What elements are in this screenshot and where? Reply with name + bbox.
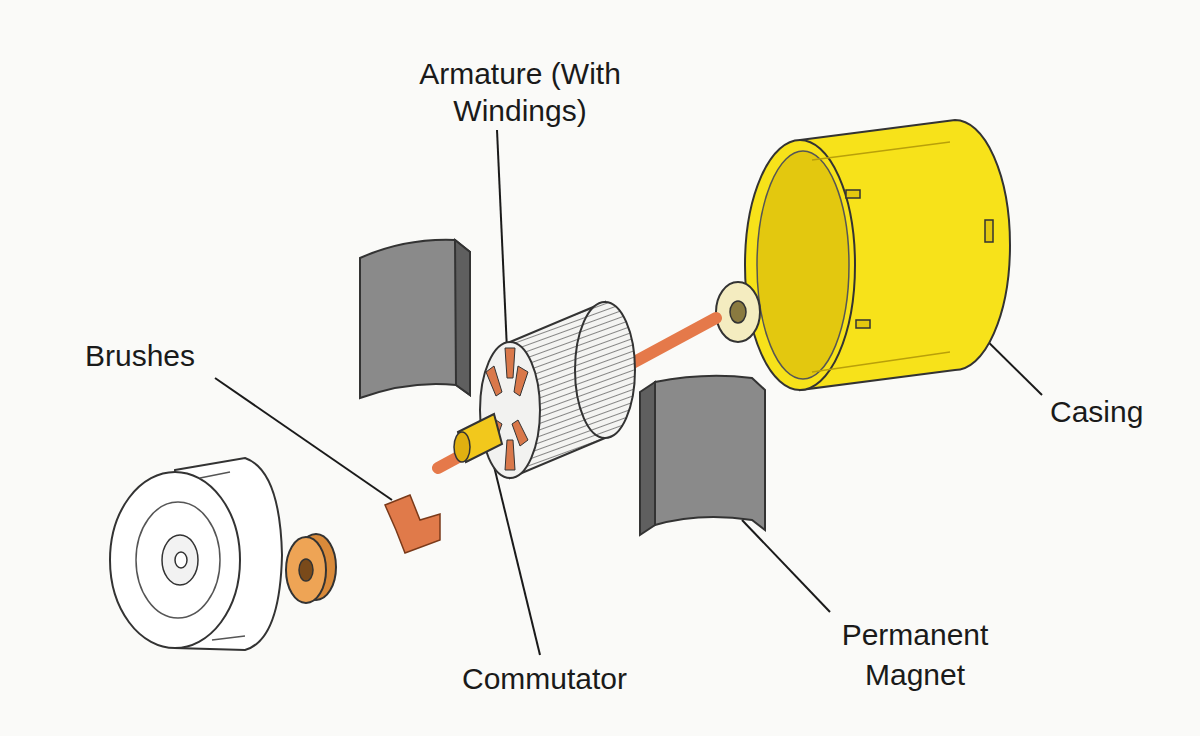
commutator-part bbox=[454, 414, 502, 462]
bearing-hole bbox=[730, 301, 746, 323]
armature-slot bbox=[486, 366, 502, 396]
magnet-part bbox=[640, 376, 765, 535]
armature-end bbox=[575, 302, 635, 438]
part-label: Armature (With Windings) bbox=[390, 55, 650, 129]
leader-line bbox=[492, 458, 540, 655]
magnet-side bbox=[640, 382, 655, 535]
armature-part bbox=[480, 302, 635, 478]
leader-line bbox=[742, 520, 830, 612]
end-cap-edge bbox=[200, 472, 245, 640]
bushing-hole bbox=[299, 559, 313, 581]
casing-opening bbox=[757, 151, 849, 379]
commutator-end bbox=[454, 432, 470, 462]
casing-slot bbox=[846, 190, 860, 198]
part-label: Casing bbox=[1050, 393, 1143, 430]
casing-slot bbox=[985, 220, 993, 242]
magnet-part bbox=[360, 240, 470, 398]
magnet-face bbox=[655, 376, 765, 530]
armature-face bbox=[480, 342, 540, 478]
end-cap-boss bbox=[136, 502, 220, 618]
leader-line bbox=[497, 130, 508, 372]
part-label: Permanent Magnet bbox=[800, 615, 1030, 695]
bearing-ring bbox=[716, 282, 760, 342]
armature-slot bbox=[512, 420, 528, 446]
end-cap-hub bbox=[162, 535, 198, 585]
brush-piece bbox=[385, 495, 440, 553]
magnet-side bbox=[455, 240, 470, 395]
bushing-part bbox=[286, 534, 336, 603]
end-cap-hole bbox=[175, 552, 187, 568]
casing-edge bbox=[812, 142, 950, 372]
armature-slots bbox=[486, 348, 528, 470]
magnet-face bbox=[360, 240, 470, 398]
casing-rim bbox=[745, 140, 855, 390]
armature-slot bbox=[514, 366, 528, 396]
armature-slot bbox=[505, 440, 515, 470]
bearing-part bbox=[716, 282, 760, 342]
armature-slot bbox=[505, 348, 515, 378]
end-cap-face bbox=[110, 472, 240, 648]
bushing-ring bbox=[286, 537, 326, 603]
casing-slot bbox=[856, 320, 870, 328]
part-label: Commutator bbox=[462, 660, 627, 697]
part-label: Brushes bbox=[85, 337, 195, 374]
casing-part bbox=[745, 120, 1010, 390]
end-cap-part bbox=[110, 458, 282, 650]
